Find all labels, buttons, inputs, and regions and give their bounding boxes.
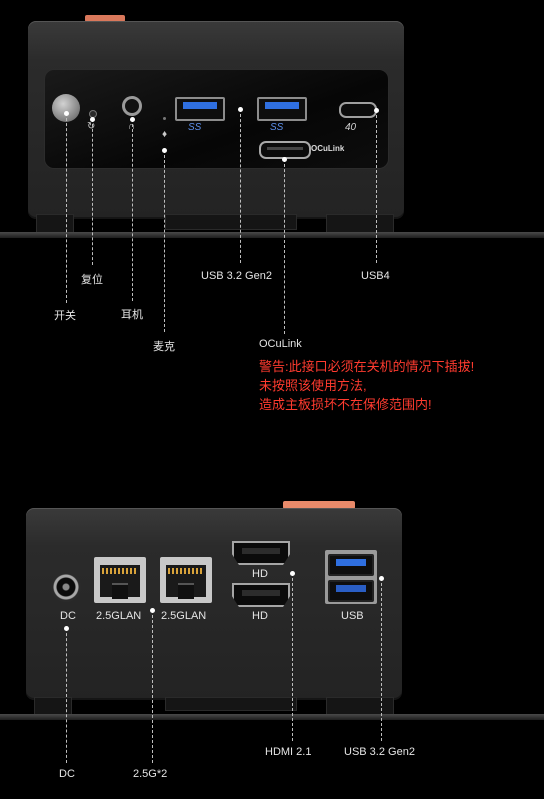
leader-dot xyxy=(130,117,135,122)
label-reset: 复位 xyxy=(81,274,103,286)
rear-accent-strip xyxy=(283,501,355,509)
leader-usb32-bottom xyxy=(381,578,382,741)
top-accent-strip xyxy=(85,15,125,22)
label-earphone: 耳机 xyxy=(121,309,143,321)
leader-dot xyxy=(64,626,69,631)
leader-power xyxy=(66,113,67,303)
callout-hdmi: HDMI 2.1 xyxy=(265,746,312,758)
top-device-foot xyxy=(36,214,74,234)
dc-jack[interactable] xyxy=(51,572,81,602)
mic-icon: ♦ xyxy=(162,129,168,140)
label-hd-1: HD xyxy=(252,568,268,580)
top-device-foot xyxy=(326,214,394,234)
warning-line-1: 警告:此接口必须在关机的情况下插拔! xyxy=(259,359,475,374)
leader-dot xyxy=(90,117,95,122)
label-lan-1: 2.5GLAN xyxy=(96,610,142,622)
label-hd-2: HD xyxy=(252,610,268,622)
headphone-icon: ∩ xyxy=(128,121,136,132)
label-oculink: OCuLink xyxy=(259,338,302,350)
ss-logo: SS xyxy=(270,122,284,133)
bottom-device-foot xyxy=(165,697,297,711)
label-power: 开关 xyxy=(54,310,76,322)
leader-lan xyxy=(152,610,153,763)
top-shelf xyxy=(0,232,544,238)
leader-dot xyxy=(238,107,243,112)
bottom-shelf xyxy=(0,714,544,720)
mic-hole xyxy=(163,117,166,120)
leader-dot xyxy=(162,148,167,153)
leader-mic xyxy=(164,150,165,332)
top-device-foot xyxy=(165,214,297,230)
ss-logo: SS xyxy=(188,122,202,133)
leader-earphone xyxy=(132,119,133,301)
callout-dc: DC xyxy=(59,768,75,780)
leader-dot xyxy=(379,576,384,581)
leader-dot xyxy=(282,157,287,162)
label-dc-port: DC xyxy=(60,610,76,622)
leader-dot xyxy=(64,111,69,116)
label-usb4: USB4 xyxy=(361,270,390,282)
callout-lan: 2.5G*2 xyxy=(133,768,168,780)
bottom-device-case xyxy=(26,508,402,700)
leader-dot xyxy=(374,108,379,113)
front-panel xyxy=(44,69,389,169)
leader-dc xyxy=(66,628,67,763)
label-usb-port: USB xyxy=(341,610,364,622)
label-mic: 麦克 xyxy=(153,341,175,353)
earphone-jack[interactable] xyxy=(122,96,142,116)
callout-usb32: USB 3.2 Gen2 xyxy=(344,746,415,758)
lan-port-1[interactable] xyxy=(94,557,146,603)
leader-usb4 xyxy=(376,110,377,263)
leader-hdmi xyxy=(292,573,293,741)
leader-reset xyxy=(92,119,93,265)
oculink-port-inner xyxy=(267,147,303,150)
usb-a-port[interactable] xyxy=(257,97,307,121)
reset-icon: ↻ xyxy=(87,121,96,132)
label-usb32-top: USB 3.2 Gen2 xyxy=(201,270,272,282)
hdmi-port-2[interactable] xyxy=(232,583,290,607)
leader-usb32 xyxy=(240,109,241,263)
leader-dot xyxy=(150,608,155,613)
usb-c-port[interactable] xyxy=(339,102,377,118)
lan-port-2[interactable] xyxy=(160,557,212,603)
oculink-port-text: OCuLink xyxy=(311,144,345,153)
leader-oculink xyxy=(284,159,285,334)
usb4-logo: 40 xyxy=(345,122,357,133)
hdmi-port-1[interactable] xyxy=(232,541,290,565)
usb-a-port-lower[interactable] xyxy=(328,580,374,602)
leader-dot xyxy=(290,571,295,576)
usb-a-port-upper[interactable] xyxy=(328,554,374,576)
warning-line-2: 未按照该使用方法, xyxy=(259,378,367,393)
label-lan-2: 2.5GLAN xyxy=(161,610,207,622)
warning-line-3: 造成主板损坏不在保修范围内! xyxy=(259,397,432,412)
usb-a-port[interactable] xyxy=(175,97,225,121)
